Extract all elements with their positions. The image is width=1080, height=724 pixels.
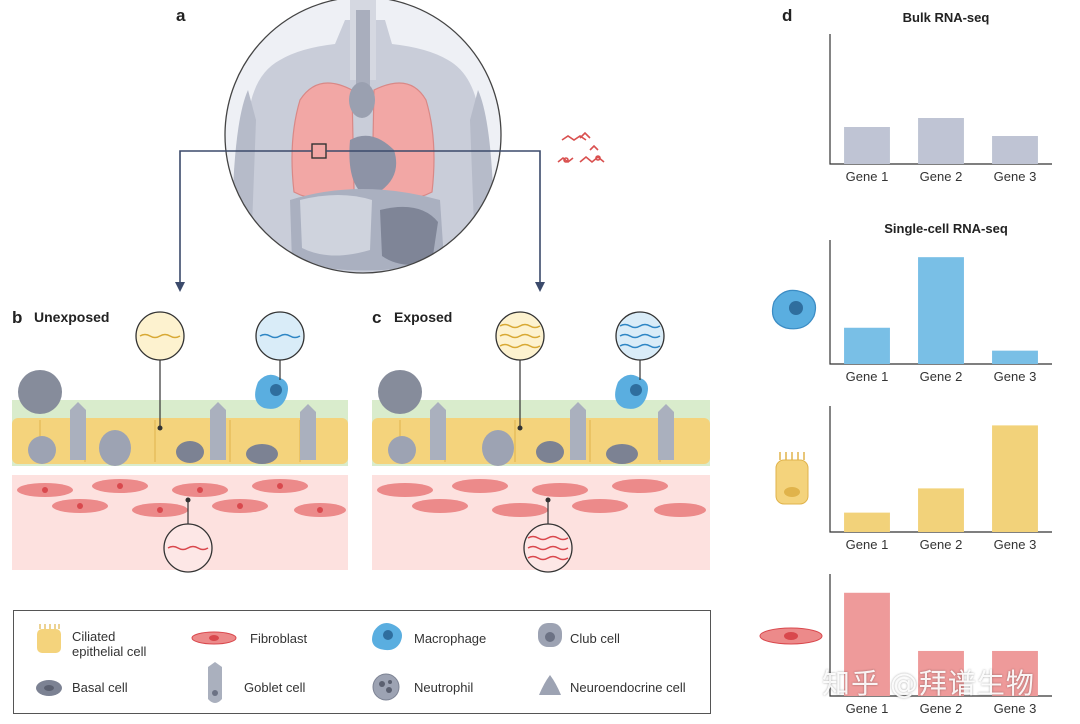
x-tick-label: Gene 2 [920, 701, 963, 716]
panel-c-letter: c [372, 308, 382, 327]
chart-axes [829, 406, 1052, 533]
bar-gene-1 [844, 592, 890, 696]
bar-gene-2 [918, 257, 964, 364]
legend: Ciliated epithelial cell Fibroblast Macr… [13, 610, 711, 714]
chart-title-single-cell: Single-cell RNA-seq [884, 221, 1008, 236]
watermark: 知乎 @拜谱生物 [822, 667, 1035, 700]
panel-c-title: Exposed [394, 309, 453, 325]
bar-gene-3 [992, 425, 1038, 532]
bar-gene-3 [992, 650, 1038, 696]
bar-gene-2 [918, 488, 964, 532]
x-tick-label: Gene 1 [846, 169, 889, 184]
legend-label-basal: Basal cell [72, 680, 128, 695]
x-tick-label: Gene 1 [846, 369, 889, 384]
ciliated-cell-icon [775, 452, 809, 505]
tissue-exposed [372, 311, 710, 573]
chart-single-cell-ciliated: Gene 1 Gene 2 Gene 3 [829, 406, 1052, 552]
x-tick-label: Gene 1 [846, 537, 889, 552]
club-cell-icon [538, 623, 562, 647]
bar-gene-1 [844, 512, 890, 532]
chart-axes [829, 34, 1052, 165]
neutrophil-icon [372, 673, 400, 701]
panel-b-title: Unexposed [34, 309, 110, 325]
panel-a-letter: a [176, 6, 186, 25]
macrophage-icon [771, 289, 817, 330]
legend-label-fibroblast: Fibroblast [250, 631, 308, 646]
tissue-unexposed [12, 311, 348, 573]
legend-label-club: Club cell [570, 631, 620, 646]
chart-single-cell-fibroblast: Gene 1 Gene 2 Gene 3 [829, 574, 1052, 716]
chart-title-bulk: Bulk RNA-seq [902, 10, 990, 25]
bar-gene-1 [844, 327, 890, 364]
chart-single-cell-macrophage: Gene 1 Gene 2 Gene 3 [829, 240, 1052, 384]
bar-gene-1 [844, 127, 890, 164]
x-tick-label: Gene 2 [920, 537, 963, 552]
x-tick-label: Gene 2 [920, 369, 963, 384]
fibroblast-icon [759, 627, 823, 645]
basal-cell-icon [36, 680, 62, 696]
chart-bulk-rna-seq: Gene 1 Gene 2 Gene 3 [829, 34, 1052, 184]
goblet-cell-icon [208, 662, 222, 703]
fibroblast-icon [191, 631, 237, 645]
panel-b-letter: b [12, 308, 23, 327]
x-tick-label: Gene 3 [994, 369, 1037, 384]
macrophage-icon [372, 623, 402, 651]
legend-label-ciliated: Ciliated epithelial cell [72, 629, 147, 659]
legend-label-macrophage: Macrophage [414, 631, 487, 646]
torso-illustration [175, 0, 605, 292]
legend-label-goblet: Goblet cell [244, 680, 306, 695]
bar-gene-2 [918, 118, 964, 164]
panel-d-letter: d [782, 6, 793, 25]
chart-axes [829, 240, 1052, 365]
ciliated-cell-icon [37, 624, 61, 653]
x-tick-label: Gene 3 [994, 537, 1037, 552]
legend-label-neutrophil: Neutrophil [414, 680, 474, 695]
x-tick-label: Gene 3 [994, 169, 1037, 184]
bar-gene-3 [992, 136, 1038, 164]
bar-gene-3 [992, 350, 1038, 364]
legend-label-neuroendocrine: Neuroendocrine cell [570, 680, 686, 695]
bar-gene-2 [918, 650, 964, 696]
x-tick-label: Gene 1 [846, 701, 889, 716]
x-tick-label: Gene 3 [994, 701, 1037, 716]
neuroendocrine-cell-icon [539, 675, 561, 695]
x-tick-label: Gene 2 [920, 169, 963, 184]
chart-axes [829, 574, 1052, 697]
